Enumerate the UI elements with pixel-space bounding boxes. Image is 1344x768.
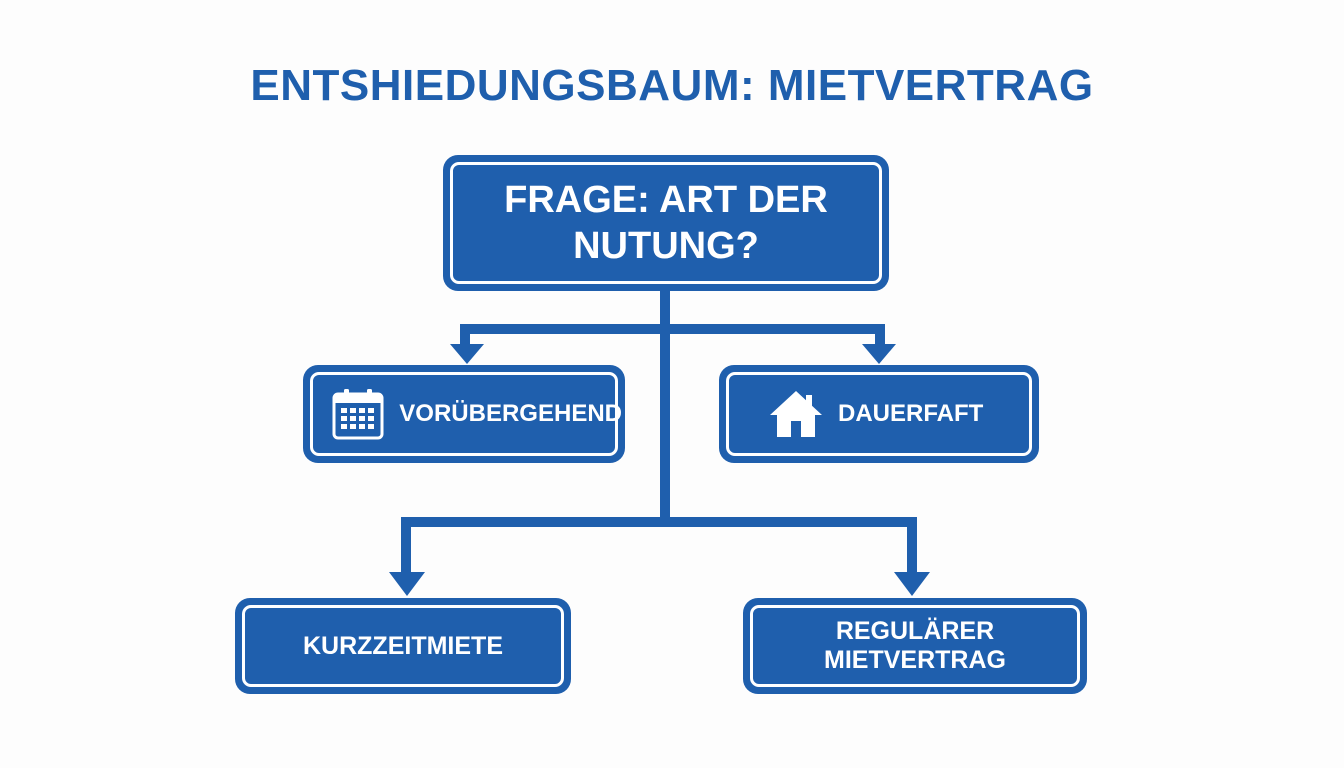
short-term-rent-node: KURZZEITMIETE	[238, 601, 568, 691]
permanent-label: DAUERFAFT	[838, 400, 984, 427]
arrow-to-permanent	[862, 344, 896, 364]
short-term-rent-label: KURZZEITMIETE	[303, 631, 503, 660]
lower-branch-line	[401, 517, 917, 574]
diagram-title: ENTSHIEDUNGSBAUM: MIETVERTRAG	[250, 61, 1094, 110]
arrow-to-regular	[894, 572, 930, 596]
regular-lease-node: REGULÄRER MIETVERTRAG	[746, 601, 1084, 691]
house-icon	[768, 386, 824, 442]
temporary-label: VORÜBERGEHEND	[399, 400, 622, 427]
arrow-to-temporary	[450, 344, 484, 364]
calendar-icon	[330, 386, 385, 442]
upper-branch-line	[460, 324, 885, 356]
temporary-node: VORÜBERGEHEND	[306, 368, 622, 460]
permanent-node: DAUERFAFT	[722, 368, 1036, 460]
regular-lease-label: REGULÄRER MIETVERTRAG	[824, 617, 1006, 674]
root-question-node: FRAGE: ART DER NUTUNG?	[446, 158, 886, 288]
arrow-to-short-term	[389, 572, 425, 596]
root-question-label: FRAGE: ART DER NUTUNG?	[504, 179, 828, 267]
